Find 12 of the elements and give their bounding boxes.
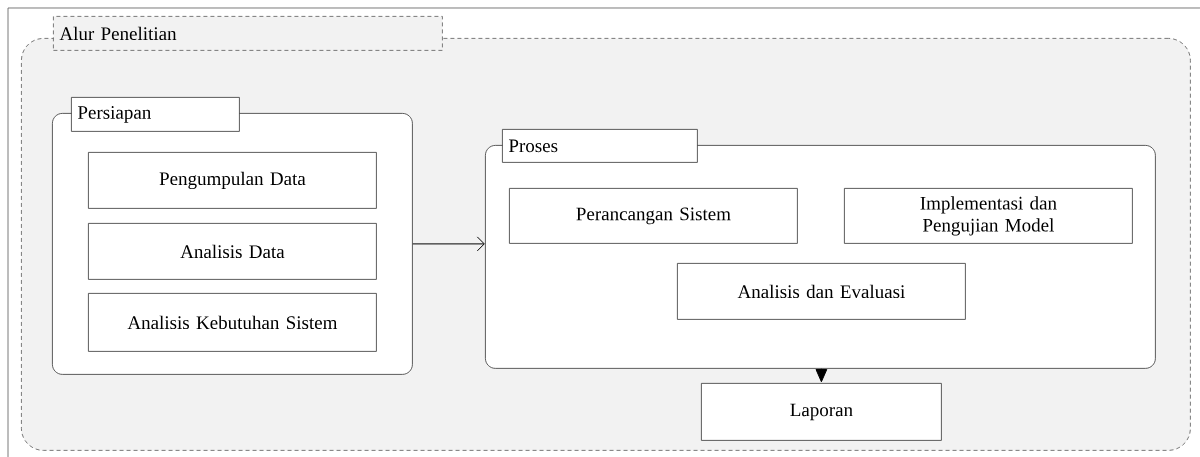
process-box: Analisis Kebutuhan Sistem — [88, 293, 377, 352]
panel-heading-tab: Persiapan — [71, 97, 240, 132]
panel-heading-tab: Proses — [502, 129, 698, 163]
process-box: Pengumpulan Data — [88, 152, 377, 209]
process-box: Implementasi dan Pengujian Model — [844, 188, 1133, 244]
arrow — [815, 368, 828, 383]
process-box: Analisis Data — [88, 223, 377, 280]
panel-heading-tab: Alur Penelitian — [53, 16, 443, 51]
process-box: Laporan — [701, 383, 942, 441]
process-box: Perancangan Sistem — [509, 188, 798, 244]
arrow — [412, 236, 485, 252]
process-box: Analisis dan Evaluasi — [677, 263, 966, 320]
